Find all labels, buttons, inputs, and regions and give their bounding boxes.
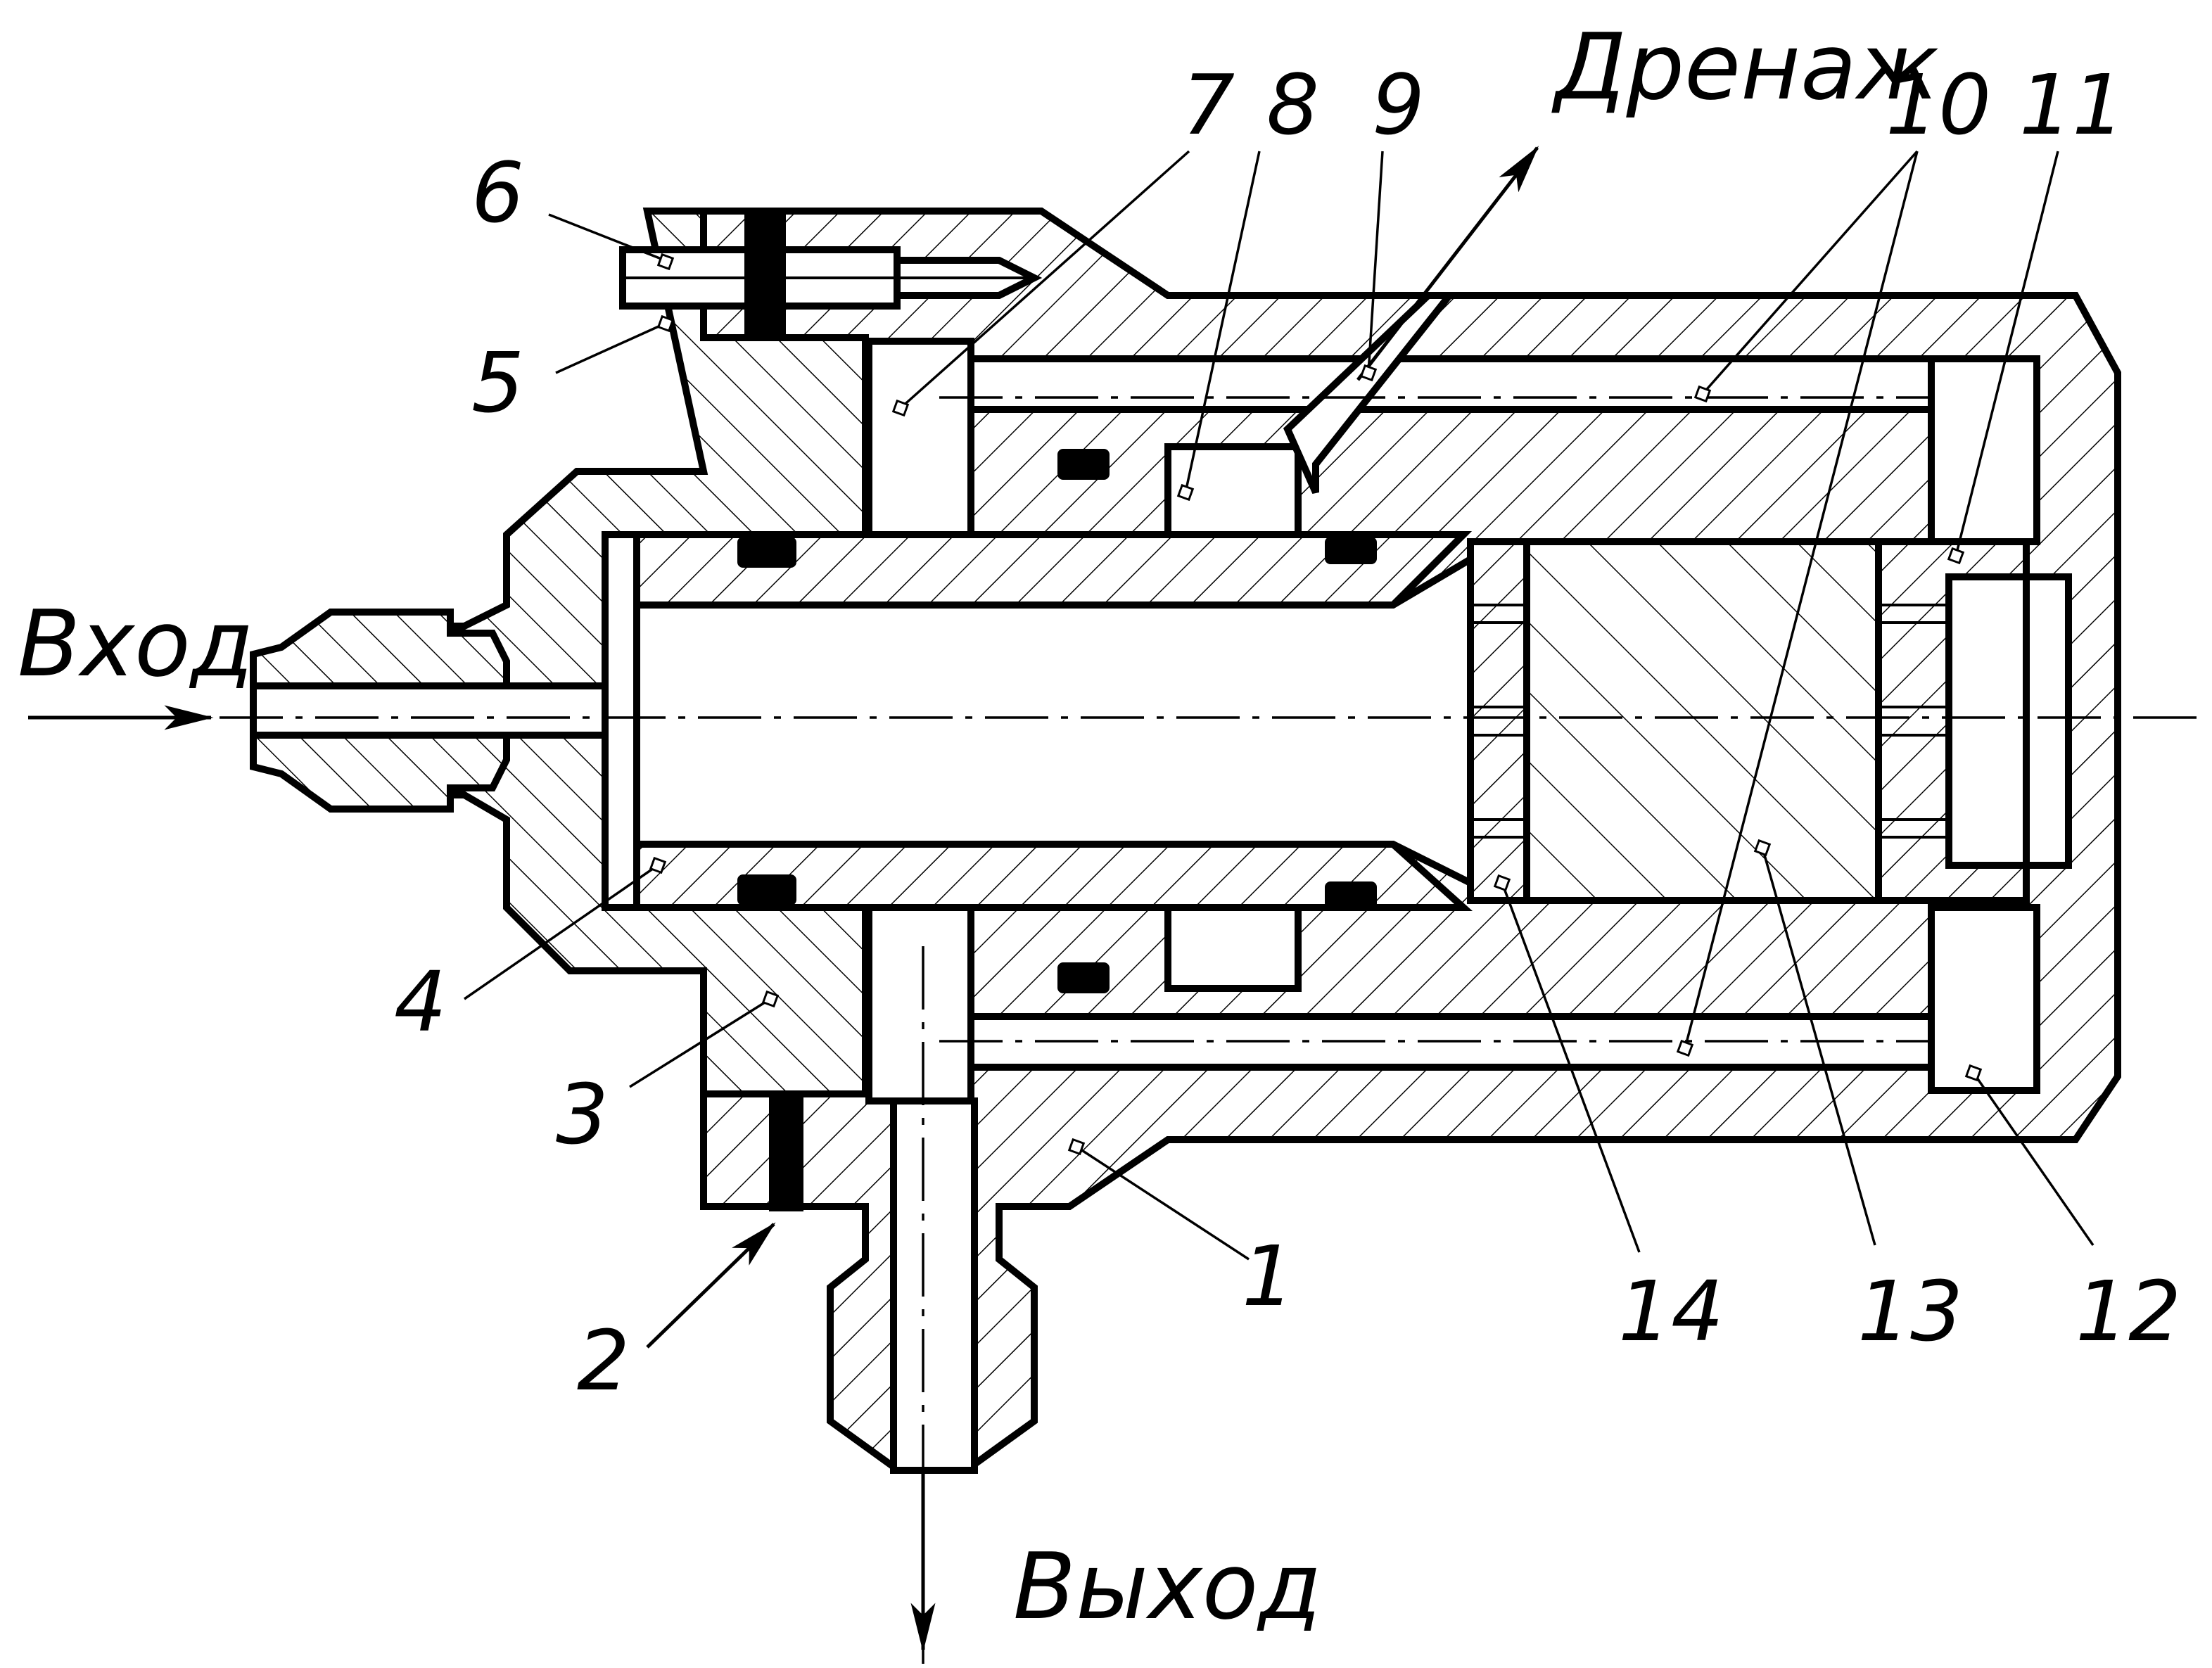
part-label-5: 5 bbox=[471, 334, 524, 431]
drain-arrow bbox=[1356, 146, 1539, 381]
part-label-1: 1 bbox=[1242, 1228, 1295, 1325]
part-label-4: 4 bbox=[394, 953, 447, 1050]
spool-block bbox=[1467, 538, 2072, 904]
plugs bbox=[865, 338, 2040, 1474]
outlet-label: Выход bbox=[1013, 1533, 1321, 1640]
part-label-12: 12 bbox=[2076, 1263, 2181, 1360]
part-label-11: 11 bbox=[2019, 56, 2125, 153]
part-label-2: 2 bbox=[577, 1312, 630, 1409]
part-label-7: 7 bbox=[1182, 56, 1235, 153]
inlet-label: Вход bbox=[18, 590, 254, 697]
drain-label: Дренаж bbox=[1551, 13, 1939, 120]
o-ring-seals bbox=[737, 449, 1377, 993]
adjusting-screw bbox=[619, 210, 1043, 339]
part-label-9: 9 bbox=[1372, 56, 1425, 153]
sleeve-liner bbox=[602, 531, 1474, 911]
part-label-10: 10 bbox=[1886, 56, 1991, 153]
part-label-8: 8 bbox=[1266, 56, 1319, 153]
part-label-6: 6 bbox=[471, 144, 524, 241]
leaders bbox=[464, 150, 2095, 1349]
part-label-13: 13 bbox=[1857, 1263, 1963, 1360]
flange-seal bbox=[769, 1093, 803, 1211]
part-label-14: 14 bbox=[1618, 1263, 1724, 1360]
part-label-3: 3 bbox=[556, 1066, 609, 1163]
